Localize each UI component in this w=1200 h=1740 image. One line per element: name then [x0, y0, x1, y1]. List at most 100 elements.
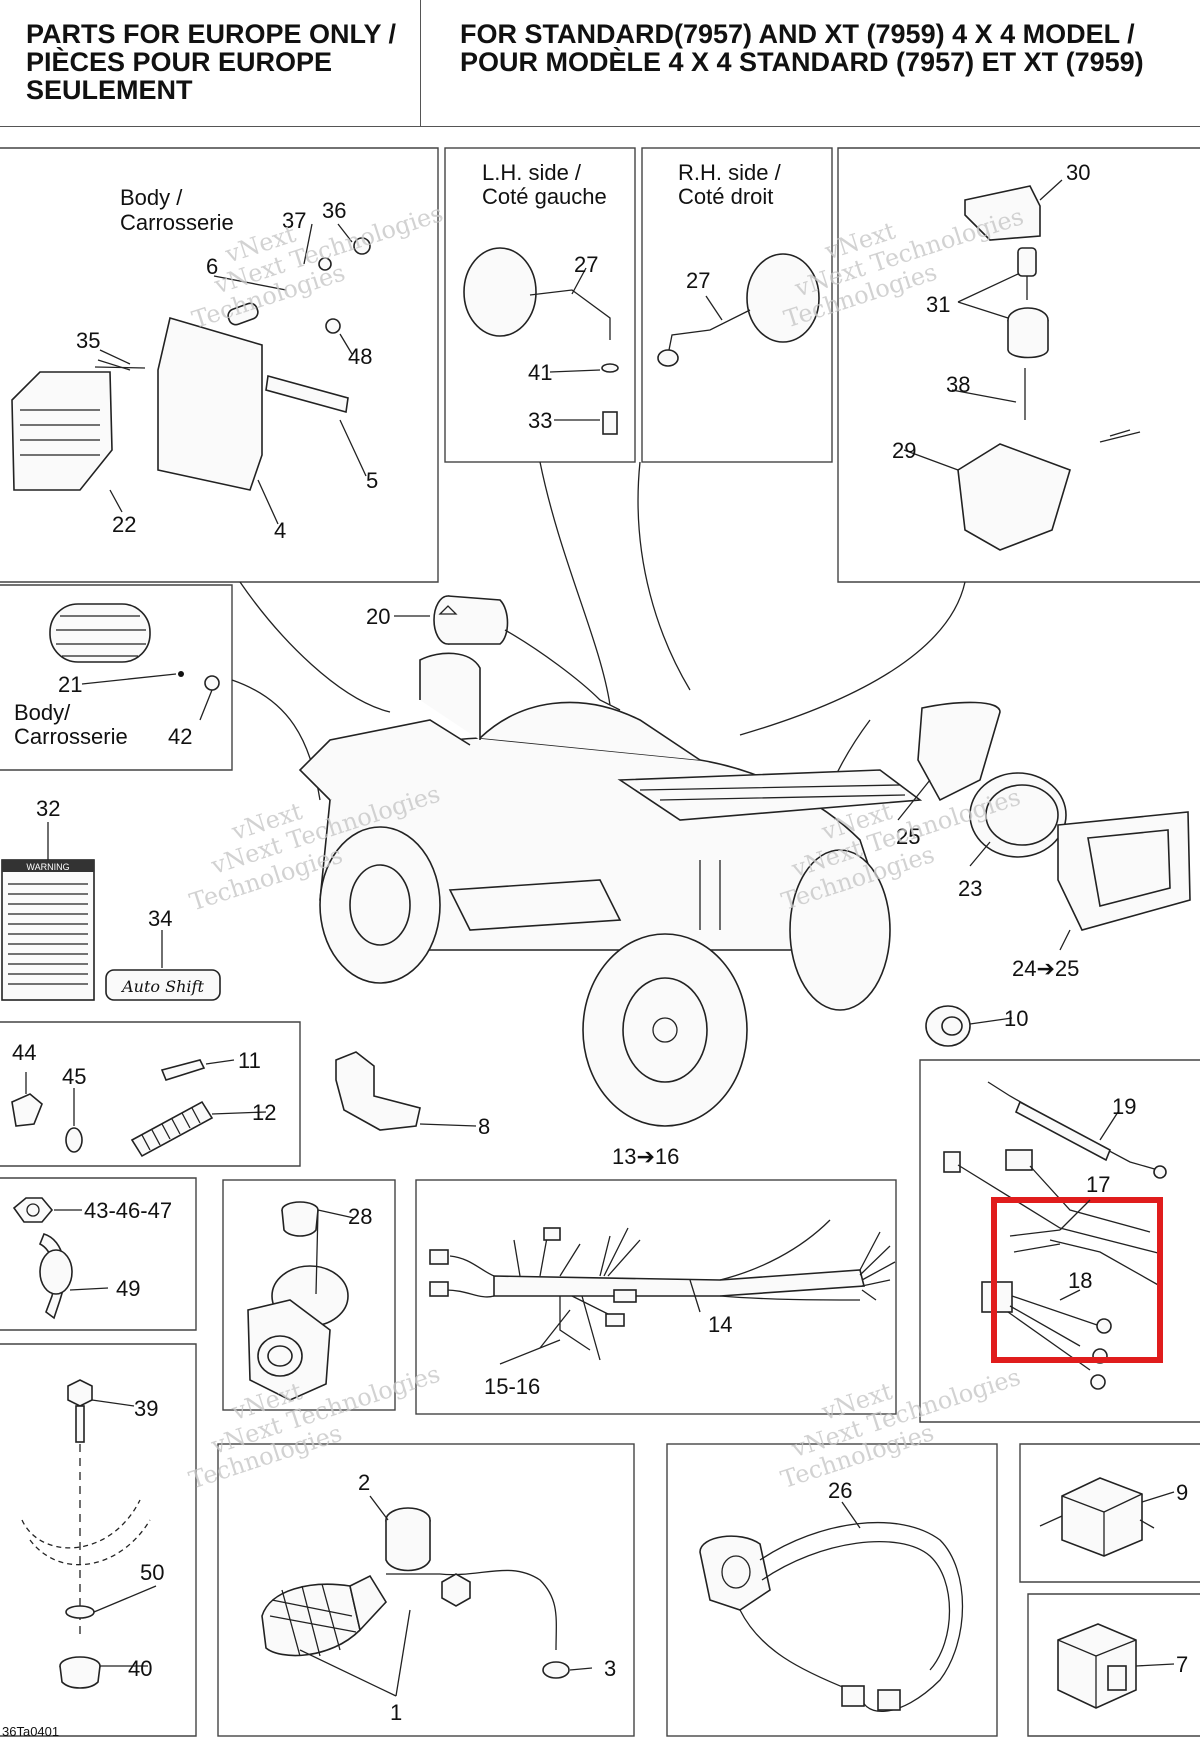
callout-42: 42 — [168, 724, 192, 749]
bracket-8 — [335, 1051, 421, 1131]
warning-decal-32: WARNING — [1, 859, 95, 1001]
panel-switch — [666, 1443, 998, 1737]
callout-3: 3 — [604, 1656, 616, 1681]
callout-43-46-47: 43-46-47 — [84, 1198, 172, 1223]
tail-light-22 — [11, 371, 113, 491]
panel-harness-main — [415, 1179, 897, 1415]
wiring-harness-14 — [429, 1219, 896, 1361]
callout-17: 17 — [1086, 1172, 1110, 1197]
callout-24-25: 24➔25 — [1012, 956, 1079, 981]
panel-body-plate — [0, 147, 439, 583]
callout-31: 31 — [926, 292, 950, 317]
callout-45: 45 — [62, 1064, 86, 1089]
caption-body-1: Body / — [120, 185, 183, 210]
callout-48: 48 — [348, 344, 372, 369]
callout-10: 10 — [1004, 1006, 1028, 1031]
nut-36 — [353, 237, 371, 255]
housing-29 — [957, 443, 1071, 551]
relay-9 — [1039, 1477, 1155, 1557]
spacer-6 — [227, 302, 259, 326]
caption-labels: Body / Carrosserie L.H. side / Coté gauc… — [14, 160, 782, 749]
callout-numbers: 30 37 36 6 35 48 5 22 4 27 41 33 27 31 3… — [12, 160, 1188, 1725]
panel-bolt — [0, 1343, 197, 1737]
nut-40 — [59, 1656, 101, 1689]
callout-30: 30 — [1066, 160, 1090, 185]
callout-11: 11 — [238, 1048, 261, 1073]
atv-vehicle — [298, 652, 923, 1127]
callout-1: 1 — [390, 1700, 402, 1725]
reflector-21 — [49, 603, 151, 663]
panel-relay-7 — [1027, 1593, 1200, 1737]
panel-turn-signal — [217, 1443, 635, 1737]
nut-43-46-47 — [12, 1197, 54, 1223]
callout-29: 29 — [892, 438, 916, 463]
callout-21: 21 — [58, 672, 82, 697]
bolt-39 — [67, 1379, 93, 1443]
harness-17 — [943, 1149, 1163, 1287]
callout-22: 22 — [112, 512, 136, 537]
sleeve-12 — [130, 1100, 214, 1158]
highlight-box-18 — [991, 1197, 1163, 1363]
panel-rh-mirror — [641, 147, 833, 463]
boot-28 — [281, 1201, 319, 1237]
callout-9: 9 — [1176, 1480, 1188, 1505]
leader-lh-mirror — [539, 461, 611, 706]
bracket-30 — [964, 185, 1041, 241]
strip-5 — [265, 374, 349, 414]
key-31 — [1017, 247, 1037, 300]
carburetor — [247, 1265, 349, 1401]
callout-18: 18 — [1068, 1268, 1092, 1293]
oring-45 — [65, 1127, 83, 1153]
callout-50: 50 — [140, 1560, 164, 1585]
leader-body-plate — [239, 581, 391, 713]
callout-7: 7 — [1176, 1652, 1188, 1677]
caption-body-2: Body/ — [14, 700, 71, 725]
connector-11 — [160, 1059, 206, 1081]
callout-15-16: 15-16 — [484, 1374, 540, 1399]
header: PARTS FOR EUROPE ONLY / PIÈCES POUR EURO… — [0, 0, 1200, 127]
callout-33: 33 — [528, 408, 552, 433]
callout-8: 8 — [478, 1114, 490, 1139]
callout-39: 39 — [134, 1396, 158, 1421]
turn-signal-1 — [261, 1574, 388, 1657]
panel-carburetor — [222, 1179, 396, 1411]
panel-nut-tie — [0, 1177, 197, 1331]
warning-text: WARNING — [26, 862, 69, 872]
panel-relay-9 — [1019, 1443, 1200, 1583]
callout-41: 41 — [528, 360, 552, 385]
panel-reflector — [0, 584, 233, 771]
boot-2 — [385, 1507, 431, 1572]
ignition-switch-31 — [1007, 307, 1049, 359]
header-divider — [420, 0, 421, 126]
header-right-title: FOR STANDARD(7957) AND XT (7959) 4 X 4 M… — [460, 19, 1144, 77]
callout-20: 20 — [366, 604, 390, 629]
callout-37: 37 — [282, 208, 306, 233]
license-plate-4 — [157, 316, 263, 491]
callout-35: 35 — [76, 328, 100, 353]
header-left-title: PARTS FOR EUROPE ONLY / PIÈCES POUR EURO… — [26, 19, 397, 105]
mirror-rh-27 — [657, 253, 820, 367]
callout-2: 2 — [358, 1470, 370, 1495]
relay-7 — [1057, 1623, 1137, 1709]
mirror-lh-27 — [463, 247, 619, 435]
callout-25: 25 — [896, 824, 920, 849]
handlebar-switch-26 — [699, 1521, 964, 1712]
callout-44: 44 — [12, 1040, 36, 1065]
hazard-switch-20 — [433, 595, 621, 711]
washer-3 — [542, 1661, 570, 1679]
autoshift-decal-34: Auto Shift — [105, 969, 221, 1001]
panel-harness-sub — [919, 1059, 1200, 1423]
leader-ignition — [739, 581, 966, 736]
horn-10 — [925, 1005, 971, 1047]
grommet-44 — [11, 1093, 43, 1127]
callout-28: 28 — [348, 1204, 372, 1229]
washer-50 — [65, 1605, 95, 1619]
callout-13-16: 13➔16 — [612, 1144, 679, 1169]
autoshift-text: Auto Shift — [120, 977, 204, 996]
callout-27-rh: 27 — [686, 268, 710, 293]
callout-6: 6 — [206, 254, 218, 279]
wire-19 — [987, 1081, 1167, 1179]
callout-19: 19 — [1112, 1094, 1136, 1119]
caption-carrosserie-1: Carrosserie — [120, 210, 234, 235]
footer-code: 36Ta0401 — [2, 1724, 59, 1739]
